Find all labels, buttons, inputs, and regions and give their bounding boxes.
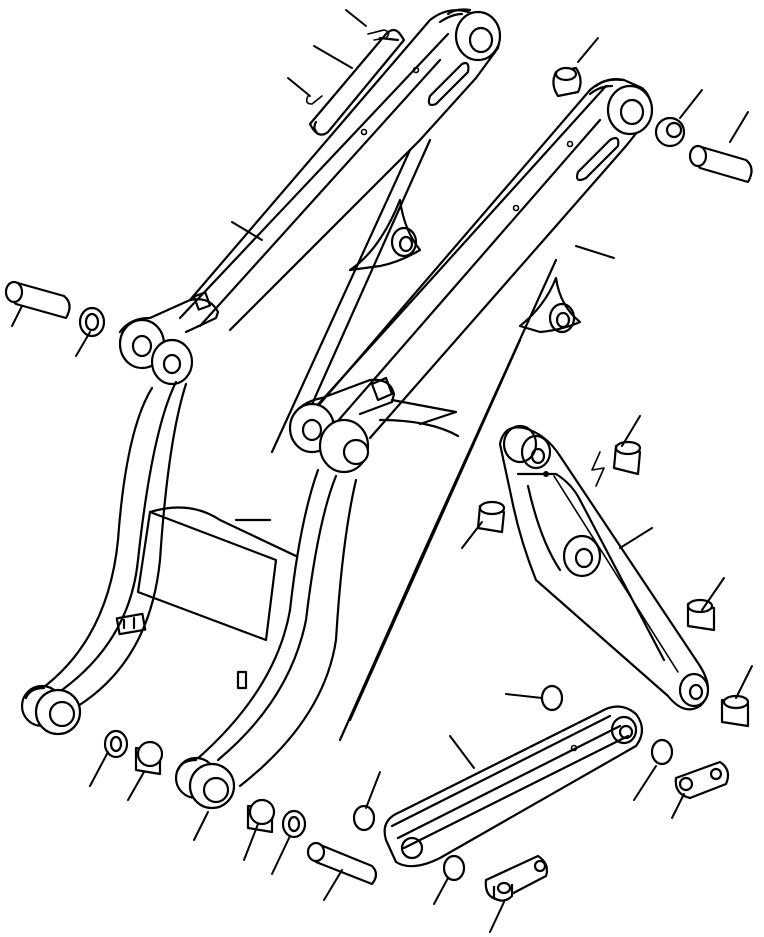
tilt-link xyxy=(383,705,644,868)
bushing-crank-left xyxy=(476,500,506,534)
lock-plate-bottom xyxy=(484,854,549,902)
bushing-bottom xyxy=(246,798,276,834)
shim-4 xyxy=(442,854,466,882)
bushing-crank-top xyxy=(612,440,642,476)
snap-ring-left xyxy=(78,306,106,338)
lock-plate-right xyxy=(674,760,730,800)
left-lift-arm xyxy=(20,8,502,736)
callout-leaders xyxy=(11,9,753,933)
pin-left xyxy=(4,280,71,320)
shim-3 xyxy=(650,738,674,766)
upper-pin xyxy=(308,28,406,136)
retainer-clip-left xyxy=(305,95,323,105)
shim-1 xyxy=(540,684,564,712)
snap-ring-bottom xyxy=(281,809,307,839)
snap-ring-lower-left xyxy=(103,729,129,759)
bushing-crank-right xyxy=(686,598,716,632)
bushing-right xyxy=(654,116,686,148)
shim-2 xyxy=(352,804,376,832)
retainer-clip-top xyxy=(367,29,390,41)
bushing-top xyxy=(552,66,582,98)
right-lift-arm xyxy=(174,78,654,810)
bushing-crank-bottom xyxy=(720,694,750,728)
pin-bottom xyxy=(306,841,378,886)
cross-tube xyxy=(136,506,298,690)
bell-crank xyxy=(498,424,710,711)
pin-right-top xyxy=(688,144,753,184)
bushing-lower-left xyxy=(134,740,164,776)
